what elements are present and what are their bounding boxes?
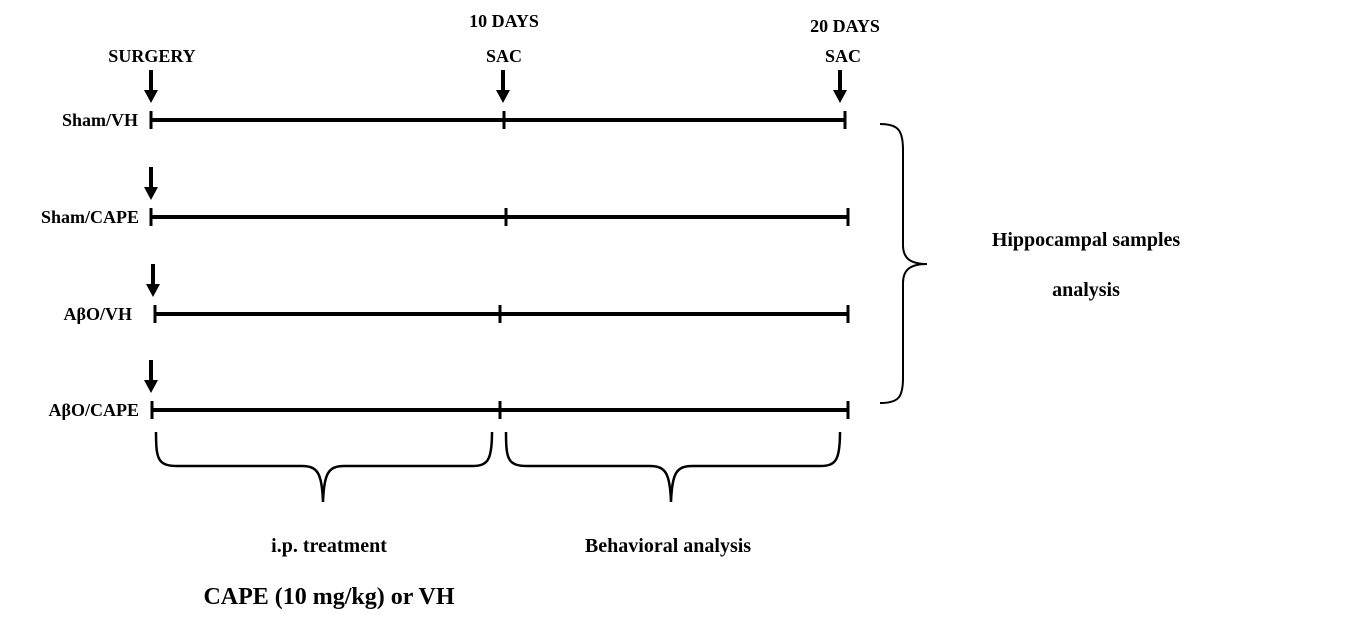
treatment-dose-label: CAPE (10 mg/kg) or VH — [203, 584, 455, 610]
timeline-row-3 — [153, 305, 850, 323]
group-label-abo-vh: AβO/VH — [63, 304, 132, 324]
brace-hippocampal-groups — [879, 123, 928, 404]
hippocampal-samples-label: Hippocampal samples — [991, 229, 1181, 251]
brace-treatment-period — [154, 431, 494, 503]
surgery-label: SURGERY — [108, 46, 196, 66]
timeline-row-4 — [150, 401, 850, 419]
timeline-row-2 — [149, 208, 850, 226]
group-label-sham-vh: Sham/VH — [61, 110, 138, 130]
sac-10-days-label: SAC — [485, 46, 523, 66]
timeline-row-1 — [149, 111, 847, 129]
arrow-sac-10-days — [496, 70, 510, 103]
analysis-label: analysis — [1052, 279, 1120, 301]
treatment-label: i.p. treatment — [271, 535, 387, 557]
arrow-surgery-row-2 — [144, 167, 158, 200]
arrow-surgery-row-1 — [144, 70, 158, 103]
sac-20-days-label: SAC — [824, 46, 862, 66]
group-label-sham-cape: Sham/CAPE — [40, 207, 139, 227]
group-label-abo-cape: AβO/CAPE — [48, 400, 139, 420]
behavioral-analysis-label: Behavioral analysis — [584, 535, 752, 557]
arrow-surgery-row-3 — [146, 264, 160, 297]
arrow-surgery-row-4 — [144, 360, 158, 393]
arrow-sac-20-days — [833, 70, 847, 103]
10-days-label: 10 DAYS — [469, 11, 539, 31]
20-days-label: 20 DAYS — [810, 16, 880, 36]
brace-behavior-period — [504, 431, 842, 503]
